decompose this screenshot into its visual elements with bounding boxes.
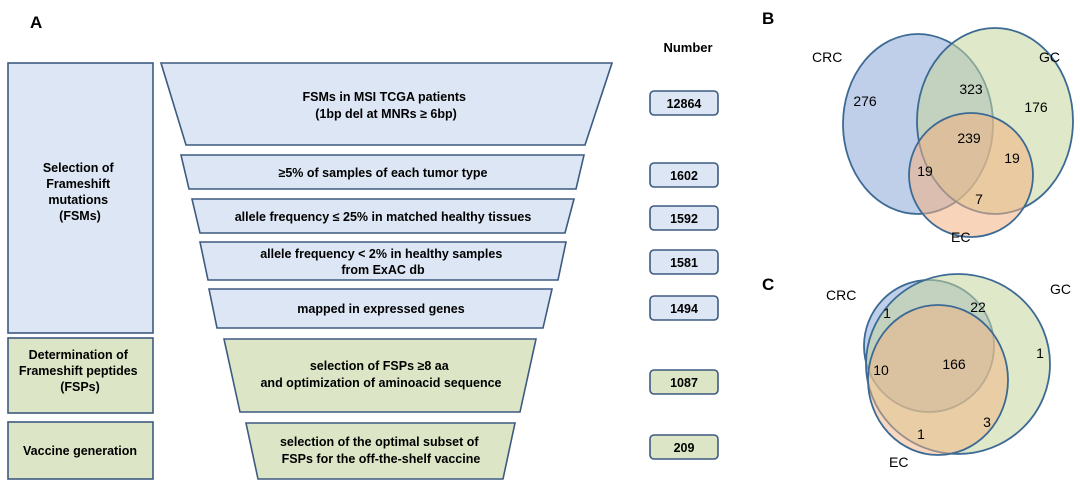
number-box-3: 1592 — [649, 205, 719, 231]
venn-c-ec-only: 1 — [917, 426, 925, 442]
venn-b-gc-ec: 19 — [1004, 150, 1020, 166]
number-box-2: 1602 — [649, 162, 719, 188]
svg-text:1581: 1581 — [670, 256, 698, 270]
venn-c-crc-ec: 10 — [873, 362, 889, 378]
funnel-step-6: selection of FSPs ≥8 aa and optimization… — [223, 338, 537, 413]
number-box-5: 1494 — [649, 295, 719, 321]
panel-c-letter: C — [762, 275, 774, 294]
venn-b-label-gc: GC — [1039, 49, 1060, 65]
venn-c-label-ec: EC — [889, 454, 908, 470]
venn-b-crc-ec: 19 — [917, 163, 933, 179]
funnel-step-4: allele frequency < 2% in healthy samples… — [199, 241, 567, 281]
svg-text:12864: 12864 — [667, 97, 702, 111]
panel-a-letter: A — [30, 13, 42, 32]
venn-b-gc-only: 176 — [1024, 99, 1048, 115]
svg-text:1494: 1494 — [670, 302, 698, 316]
venn-b: CRC GC EC 276 323 176 239 19 19 7 — [812, 27, 1074, 245]
svg-text:allele frequency < 2% in healt: allele frequency < 2% in healthy samples… — [260, 247, 506, 277]
venn-c-label-gc: GC — [1050, 281, 1071, 297]
number-box-7: 209 — [649, 434, 719, 460]
category-fsm: Selection of Frameshift mutations (FSMs) — [7, 62, 154, 334]
venn-c-gc-ec: 3 — [983, 414, 991, 430]
svg-text:selection of FSPs ≥8 aa: selection of FSPs ≥8 aa and optimization… — [260, 359, 501, 390]
category-fsm-label: Selection of Frameshift mutations (FSMs) — [43, 161, 117, 223]
venn-b-crc-gc: 323 — [959, 81, 983, 97]
svg-text:1087: 1087 — [670, 376, 698, 390]
svg-text:209: 209 — [674, 441, 695, 455]
venn-c: CRC GC EC 1 22 1 166 10 3 1 — [826, 273, 1071, 470]
venn-c-all: 166 — [942, 356, 966, 372]
venn-b-ec-only: 7 — [975, 191, 983, 207]
number-box-6: 1087 — [649, 369, 719, 395]
svg-text:1592: 1592 — [670, 212, 698, 226]
venn-c-crc-gc: 22 — [970, 299, 986, 315]
venn-b-all: 239 — [957, 130, 981, 146]
venn-c-ec-circle — [867, 304, 1009, 456]
number-column-header: Number — [663, 40, 712, 55]
category-vaccine-label: Vaccine generation — [23, 444, 137, 458]
venn-c-crc-only: 1 — [883, 305, 891, 321]
funnel-step-2: ≥5% of samples of each tumor type — [179, 154, 586, 190]
venn-b-crc-only: 276 — [853, 93, 877, 109]
category-vaccine: Vaccine generation — [7, 421, 154, 480]
svg-text:mapped in expressed genes: mapped in expressed genes — [297, 302, 464, 316]
venn-c-gc-only: 1 — [1036, 345, 1044, 361]
svg-text:1602: 1602 — [670, 169, 698, 183]
number-box-4: 1581 — [649, 249, 719, 275]
funnel-step-3: allele frequency ≤ 25% in matched health… — [190, 198, 576, 234]
venn-c-label-crc: CRC — [826, 287, 856, 303]
svg-text:≥5% of samples of each tumor t: ≥5% of samples of each tumor type — [279, 166, 488, 180]
svg-text:FSMs in MSI TCGA patients: FSMs in MSI TCGA patients (1bp del at MN… — [303, 90, 470, 121]
funnel-step-1: FSMs in MSI TCGA patients (1bp del at MN… — [159, 62, 614, 146]
number-box-1: 12864 — [649, 90, 719, 116]
venn-b-label-crc: CRC — [812, 49, 842, 65]
svg-text:allele frequency ≤ 25% in matc: allele frequency ≤ 25% in matched health… — [235, 210, 532, 224]
category-fsp: Determination of Frameshift peptides (FS… — [7, 337, 154, 414]
svg-text:selection of the optimal subse: selection of the optimal subset of FSPs … — [280, 435, 482, 466]
venn-b-label-ec: EC — [951, 229, 970, 245]
panel-b-letter: B — [762, 9, 774, 28]
venn-b-ec-circle — [908, 112, 1034, 238]
category-fsp-label: Determination of Frameshift peptides (FS… — [19, 348, 141, 394]
funnel-step-7: selection of the optimal subset of FSPs … — [245, 422, 516, 480]
funnel-step-5: mapped in expressed genes — [208, 288, 554, 329]
